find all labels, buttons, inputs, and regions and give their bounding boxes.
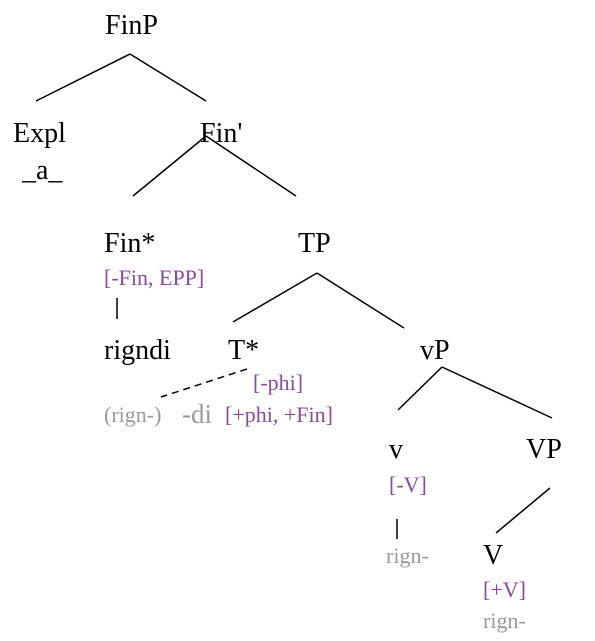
- node-small-vp: vP: [420, 335, 450, 366]
- node-di-suffix: -di: [182, 399, 212, 429]
- edge-vp-vpbig: [441, 366, 553, 419]
- node-big-v: V: [483, 540, 504, 571]
- edge-tstar-rign-dashed: [160, 368, 248, 398]
- small-v-features: [-V]: [389, 472, 427, 497]
- big-v-rign: rign-: [483, 608, 526, 633]
- edge-finbar-finstar: [132, 135, 207, 197]
- node-tp: TP: [298, 228, 331, 259]
- node-fin-bar: Fin': [200, 118, 243, 149]
- di-features: [+phi, +Fin]: [225, 402, 333, 427]
- fin-star-features: [-Fin, EPP]: [104, 265, 205, 290]
- edge-vpbig-vbig: [495, 487, 551, 534]
- edge-finbar-tp: [205, 135, 297, 197]
- node-finp: FinP: [105, 10, 158, 41]
- edge-vp-v: [397, 366, 443, 411]
- t-star-features: [-phi]: [253, 370, 304, 395]
- edge-tp-tstar: [232, 272, 318, 323]
- edge-tp-vp: [316, 272, 405, 329]
- node-rign-copy: (rign-): [104, 402, 162, 427]
- node-small-v: v: [389, 434, 403, 465]
- edge-finp-expl: [35, 53, 131, 102]
- node-expl: Expl: [13, 118, 66, 149]
- node-fin-star: Fin*: [104, 228, 156, 259]
- node-rigndi: rigndi: [104, 335, 171, 366]
- edge-finp-finbar: [129, 53, 207, 102]
- node-big-vp: VP: [526, 434, 562, 465]
- small-v-rign-copy: rign-: [386, 543, 429, 568]
- big-v-features: [+V]: [483, 577, 526, 602]
- node-t-star: T*: [228, 335, 260, 366]
- node-expl-a: _a_: [22, 155, 63, 186]
